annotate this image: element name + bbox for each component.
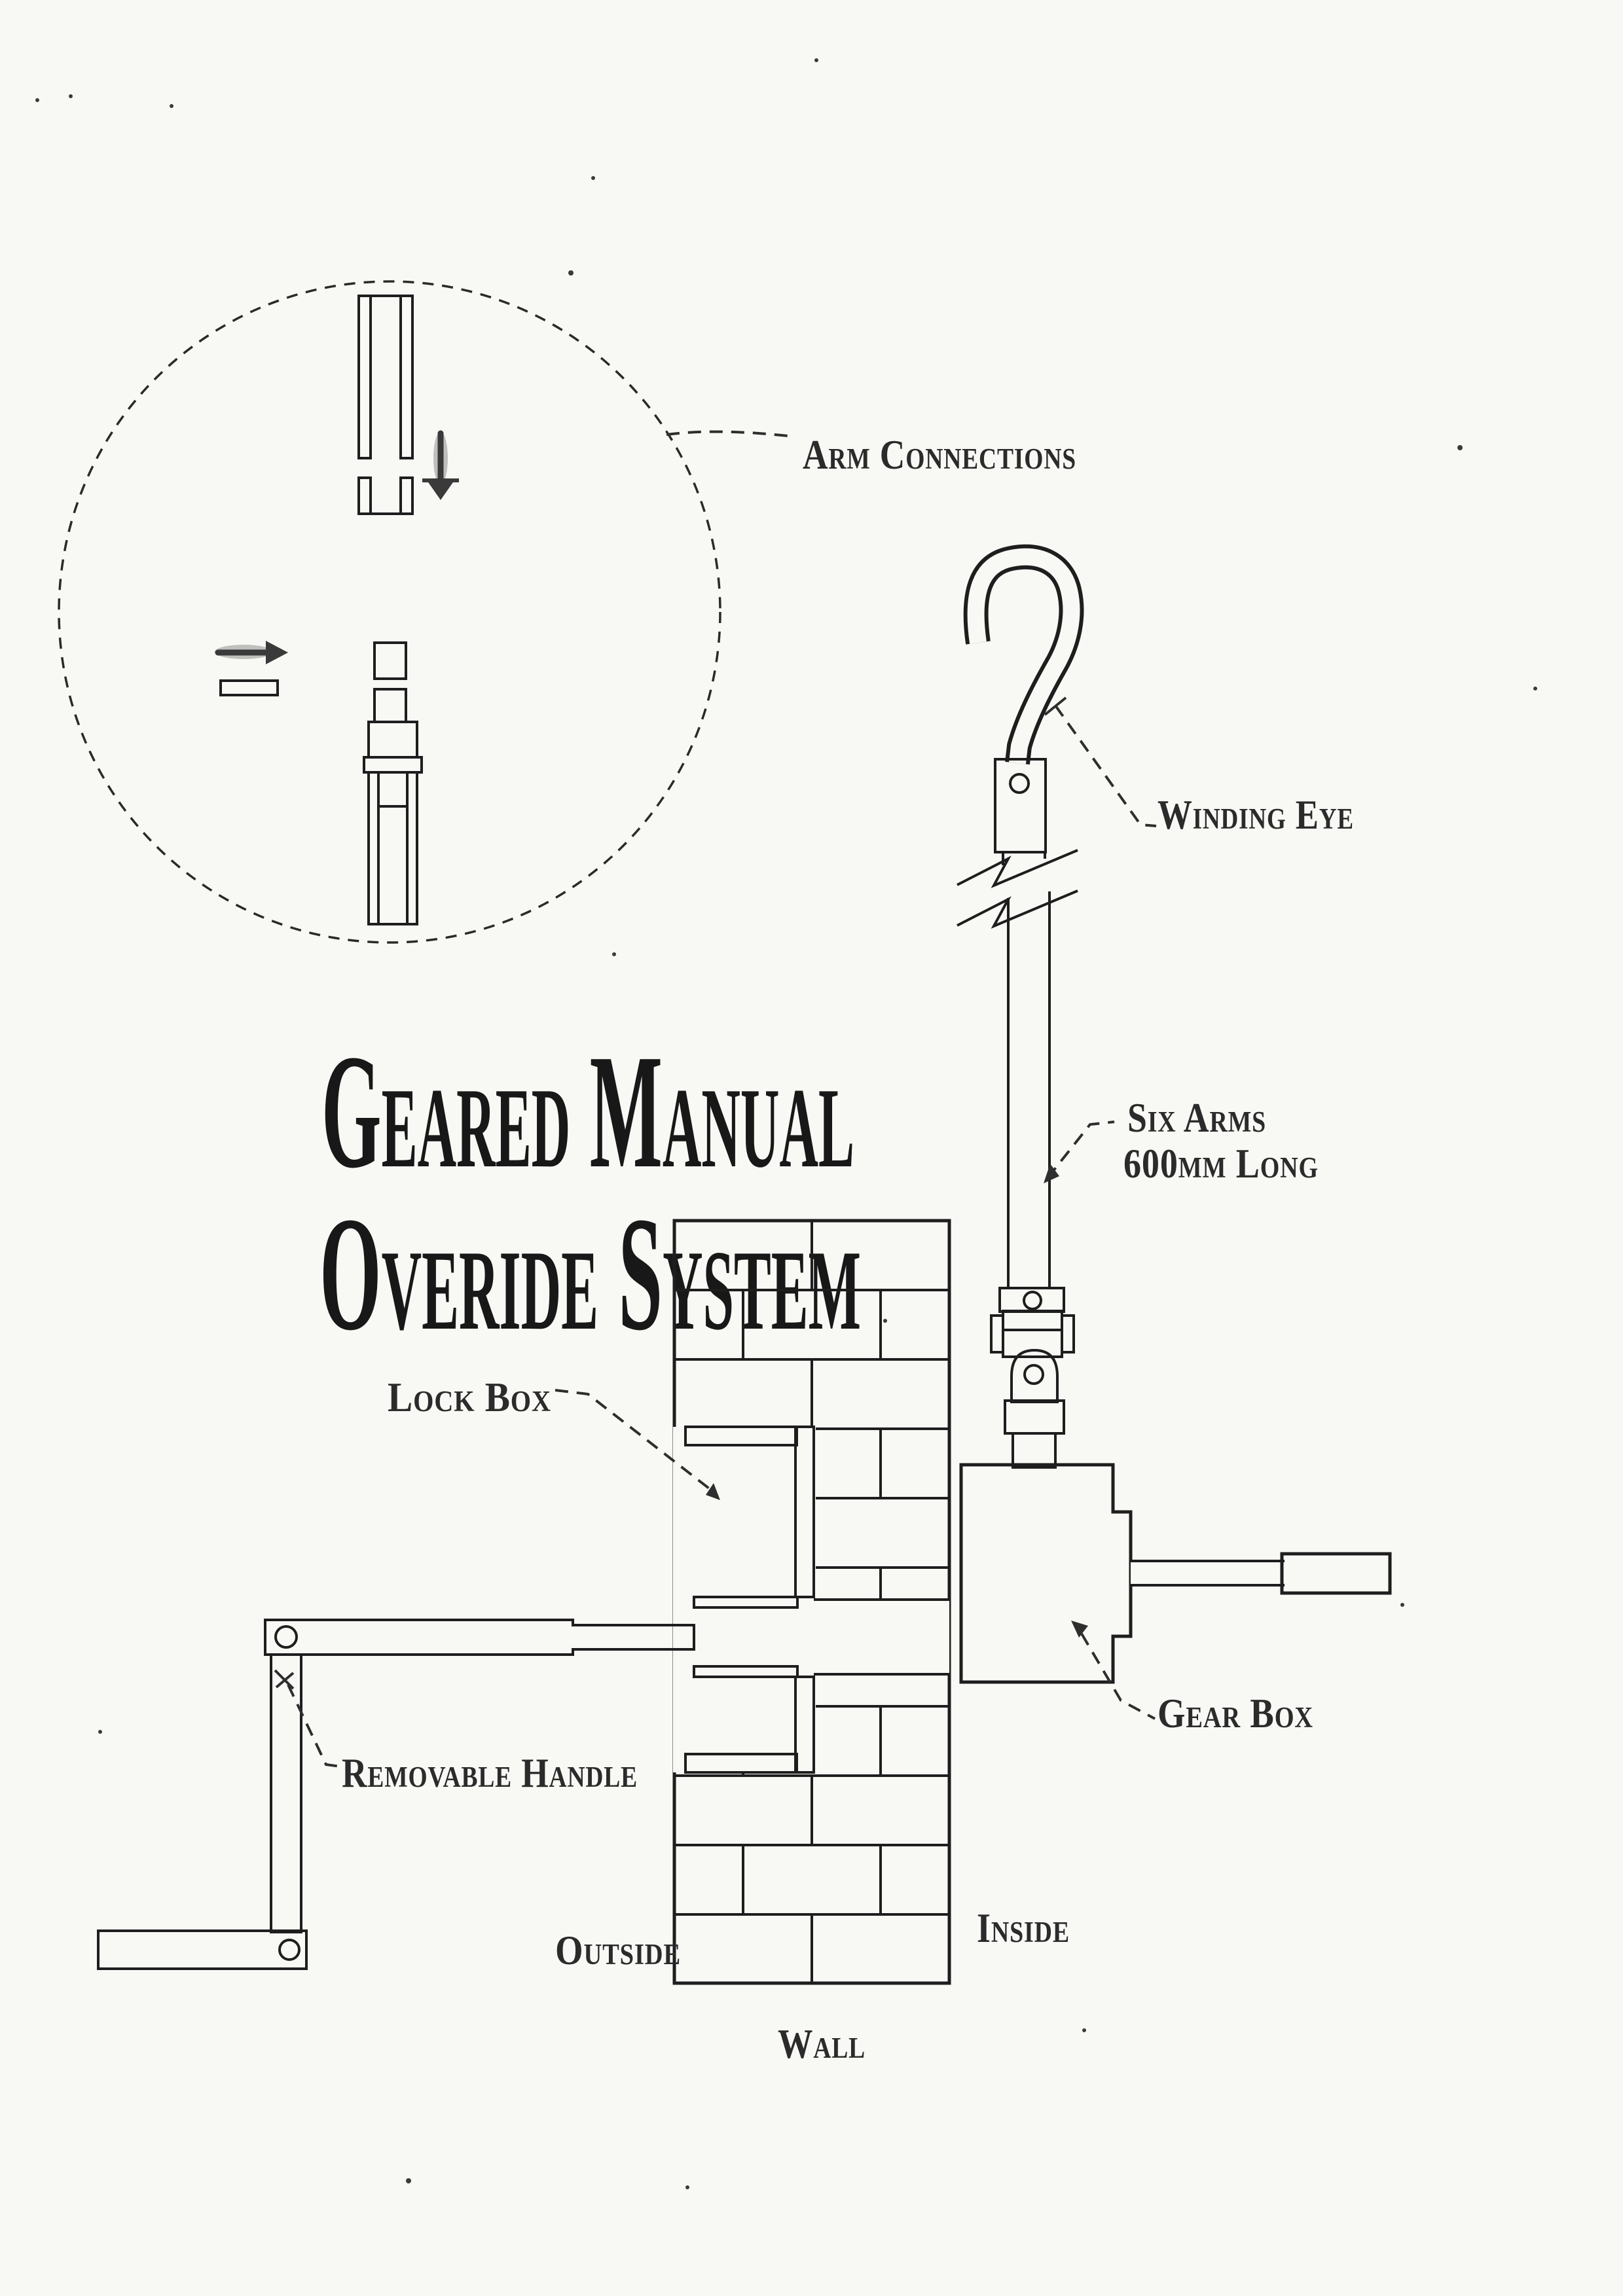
- joint-neck: [1012, 1432, 1057, 1469]
- lock-box: [673, 1426, 949, 1774]
- cross-ear-right: [1061, 1314, 1075, 1354]
- removable-handle: [97, 1619, 695, 1970]
- title-line1: Geared Manual: [321, 1021, 854, 1202]
- leader-removable-handle: [287, 1684, 346, 1768]
- hook-shank-pin-hole: [1009, 773, 1030, 794]
- lock-box-back-plate-upper: [794, 1426, 815, 1598]
- scan-noise-specks: [35, 58, 1537, 2189]
- cross-ear-left: [990, 1314, 1004, 1354]
- insert-right-arrow-icon: [215, 641, 288, 664]
- universal-joint: [990, 1287, 1075, 1469]
- socket-left-wall-lower: [357, 476, 372, 515]
- crank-lower-pivot-hole: [278, 1939, 301, 1961]
- label-arm-connections: Arm Connections: [803, 431, 1076, 478]
- lock-box-recess: [673, 1427, 816, 1772]
- socket-right-wall-lower: [399, 476, 414, 515]
- crank-input-shaft-arm: [264, 1619, 695, 1656]
- leader-arm-connections: [666, 430, 795, 438]
- lock-box-back-plate-lower: [794, 1676, 815, 1774]
- wall-shaft-hole: [814, 1600, 949, 1674]
- cross-block: [1002, 1310, 1063, 1358]
- leader-lock-box: [555, 1389, 714, 1492]
- title-block: Geared Manual Overide System: [319, 1021, 861, 1365]
- upper-arm-socket: [357, 295, 414, 515]
- upper-yoke-pin-hole: [1023, 1291, 1042, 1310]
- gear-box-assembly: [959, 1463, 1392, 1684]
- sleeve-bore: [694, 1607, 797, 1666]
- leader-lines: [274, 430, 1157, 1768]
- locking-pin: [219, 679, 279, 696]
- lower-arm-spigot: [363, 641, 423, 925]
- spigot-below-pinhole: [373, 688, 407, 723]
- sleeve-bottom-wall: [693, 1665, 799, 1678]
- crank-upper-pivot-hole: [274, 1625, 298, 1649]
- leader-gear-box-arrowhead: [1071, 1621, 1088, 1638]
- leader-lock-box-arrowhead: [706, 1483, 720, 1500]
- lower-yoke-pin-hole: [1023, 1364, 1044, 1385]
- annotation-labels: Arm Connections Winding Eye Six Arms 600…: [342, 431, 1354, 2067]
- output-shaft-fill: [1131, 1561, 1283, 1585]
- gear-box-body: [959, 1463, 1133, 1684]
- detail-circle-outline: [58, 280, 721, 944]
- winding-rod: [957, 849, 1078, 1288]
- break-symbol-lower: [957, 889, 1078, 929]
- leader-gear-box: [1080, 1632, 1156, 1720]
- spigot-inside-tube: [377, 771, 409, 808]
- hook-outline-inner: [967, 548, 1080, 764]
- locking-pin-and-arrow: [215, 641, 288, 696]
- label-lock-box: Lock Box: [388, 1374, 551, 1420]
- lower-tube-left-wall: [367, 771, 380, 925]
- leader-six-arms: [1046, 1121, 1115, 1179]
- label-removable-handle: Removable Handle: [342, 1749, 638, 1796]
- arm-connections-detail-circle: [58, 280, 721, 944]
- lower-yoke-dome: [1010, 1348, 1059, 1403]
- title-line2: Overide System: [319, 1183, 861, 1365]
- leader-handle-tick2: [275, 1672, 295, 1689]
- break-symbol-upper: [957, 849, 1078, 889]
- insert-down-arrow-icon: [422, 430, 459, 500]
- label-inside: Inside: [977, 1905, 1070, 1951]
- hook-shank-block: [994, 758, 1047, 853]
- label-outside: Outside: [555, 1927, 681, 1973]
- label-six-arms-line1: Six Arms: [1127, 1094, 1266, 1141]
- socket-right-wall-upper: [399, 295, 414, 459]
- joint-nut-band: [363, 756, 423, 774]
- socket-left-wall-upper: [357, 295, 372, 459]
- label-gear-box: Gear Box: [1158, 1690, 1313, 1736]
- sleeve-top-wall: [693, 1596, 799, 1609]
- crank-grip-arm: [97, 1929, 308, 1970]
- label-wall: Wall: [778, 2020, 866, 2067]
- output-shaft-coupling: [1280, 1552, 1392, 1595]
- lower-tube-right-wall: [406, 771, 418, 925]
- label-winding-eye: Winding Eye: [1158, 791, 1354, 838]
- lock-box-bottom-plate: [684, 1753, 798, 1774]
- joint-collar: [1004, 1399, 1065, 1435]
- spigot-upper: [373, 641, 407, 680]
- label-six-arms-line2: 600mm Long: [1123, 1140, 1319, 1187]
- leader-six-arms-arrowhead: [1044, 1164, 1059, 1183]
- winding-eye-hook: [963, 544, 1084, 853]
- leader-winding-eye: [1054, 704, 1157, 827]
- crank-vertical-bar: [270, 1653, 302, 1933]
- spigot-collar: [367, 721, 418, 759]
